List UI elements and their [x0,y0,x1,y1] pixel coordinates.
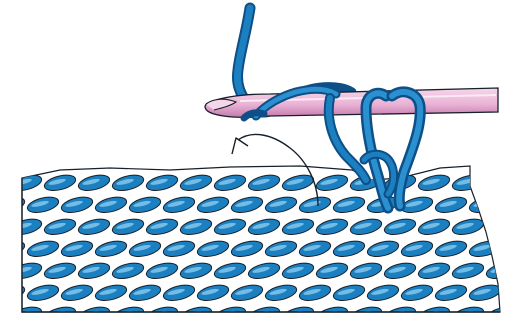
stitch [502,194,508,215]
stitch [502,238,508,259]
arrow-head [232,138,248,154]
stitch-highlight [0,244,15,253]
stitch-highlight [0,288,15,297]
stitch-highlight [490,222,508,231]
stitch [485,172,508,193]
stitch-highlight [490,178,508,187]
knitted-fabric [0,166,508,321]
stitch-highlight [0,200,15,209]
stitch [502,282,508,303]
stitch [485,216,508,237]
